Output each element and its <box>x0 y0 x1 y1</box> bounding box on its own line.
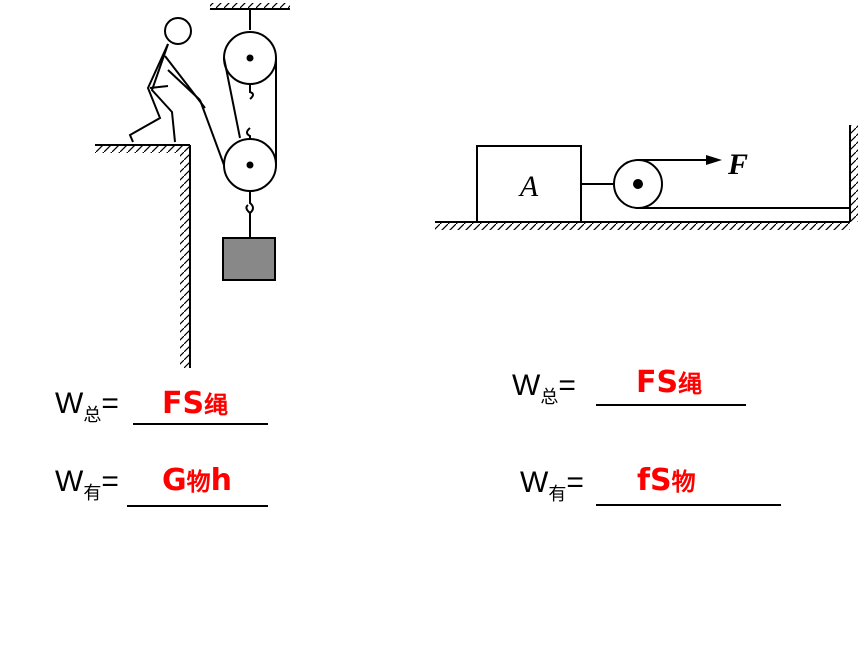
left-total-work-label: W总= <box>55 387 119 425</box>
weight-block <box>222 237 276 281</box>
right-total-work-label: W总= <box>512 369 576 407</box>
block-a-label: A <box>518 170 539 203</box>
horizontal-pulley-figure <box>435 125 858 230</box>
right-total-work-blank[interactable] <box>596 404 746 406</box>
left-useful-work-label: W有= <box>55 465 119 503</box>
right-total-work-answer: FS绳 <box>636 365 703 400</box>
pulley-figure <box>95 3 290 368</box>
left-useful-work-answer: G物h <box>162 463 232 498</box>
right-useful-work-answer: fS物 <box>637 463 696 498</box>
left-total-work-answer: FS绳 <box>162 386 229 421</box>
person-head <box>164 17 192 45</box>
force-label: F <box>727 148 748 181</box>
right-useful-work-blank[interactable] <box>596 504 781 506</box>
left-total-work-blank[interactable] <box>133 423 268 425</box>
right-useful-work-label: W有= <box>520 466 584 504</box>
left-useful-work-blank[interactable] <box>127 505 268 507</box>
